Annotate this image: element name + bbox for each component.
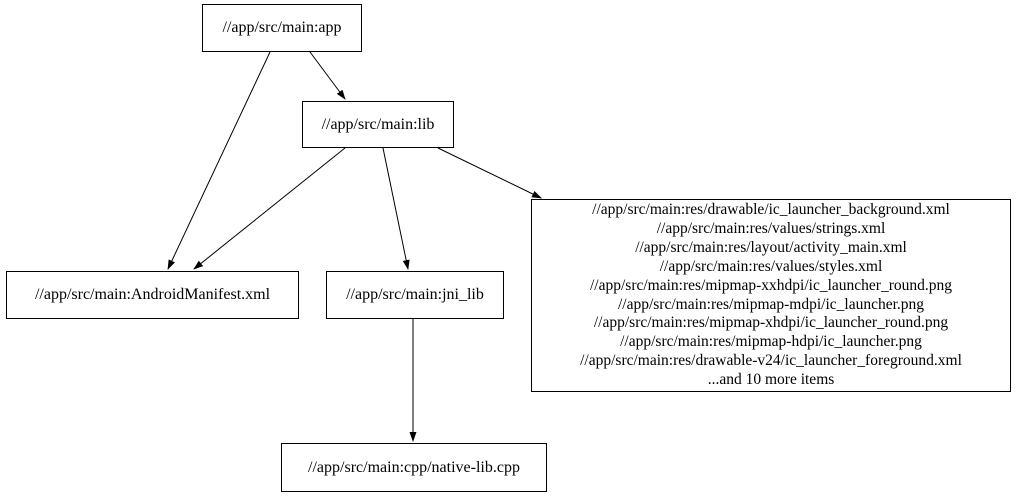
resource-item: //app/src/main:res/mipmap-mdpi/ic_launch… bbox=[617, 295, 925, 313]
resource-item: //app/src/main:res/mipmap-xhdpi/ic_launc… bbox=[593, 314, 949, 332]
node-app: //app/src/main:app bbox=[202, 4, 362, 52]
resource-item: //app/src/main:res/mipmap-hdpi/ic_launch… bbox=[620, 333, 922, 351]
node-android-manifest-label: //app/src/main:AndroidManifest.xml bbox=[34, 286, 271, 303]
node-app-label: //app/src/main:app bbox=[222, 19, 342, 36]
edge-lib-to-resources bbox=[437, 147, 542, 199]
node-cpp-native-lib: //app/src/main:cpp/native-lib.cpp bbox=[281, 443, 547, 492]
resource-item: //app/src/main:res/drawable/ic_launcher_… bbox=[592, 200, 950, 218]
edge-lib-to-android-manifest bbox=[193, 147, 346, 270]
edge-lib-to-jni-lib bbox=[382, 147, 410, 270]
resource-more-items: ...and 10 more items bbox=[707, 371, 835, 389]
edge-app-to-android-manifest bbox=[167, 51, 271, 270]
resource-item: //app/src/main:res/drawable-v24/ic_launc… bbox=[580, 352, 962, 370]
resource-item: //app/src/main:res/layout/activity_main.… bbox=[635, 238, 907, 256]
edge-app-to-lib bbox=[309, 51, 346, 100]
node-android-manifest: //app/src/main:AndroidManifest.xml bbox=[6, 271, 299, 319]
resource-item: //app/src/main:res/mipmap-xxhdpi/ic_laun… bbox=[589, 276, 952, 294]
node-cpp-native-lib-label: //app/src/main:cpp/native-lib.cpp bbox=[308, 458, 520, 476]
node-resources: //app/src/main:res/drawable/ic_launcher_… bbox=[531, 199, 1011, 392]
node-lib-label: //app/src/main:lib bbox=[321, 115, 435, 133]
node-lib: //app/src/main:lib bbox=[302, 101, 454, 148]
node-jni-lib: //app/src/main:jni_lib bbox=[326, 271, 504, 319]
resource-item: //app/src/main:res/values/styles.xml bbox=[659, 257, 883, 275]
node-jni-lib-label: //app/src/main:jni_lib bbox=[346, 286, 484, 303]
resource-item: //app/src/main:res/values/strings.xml bbox=[656, 219, 886, 237]
